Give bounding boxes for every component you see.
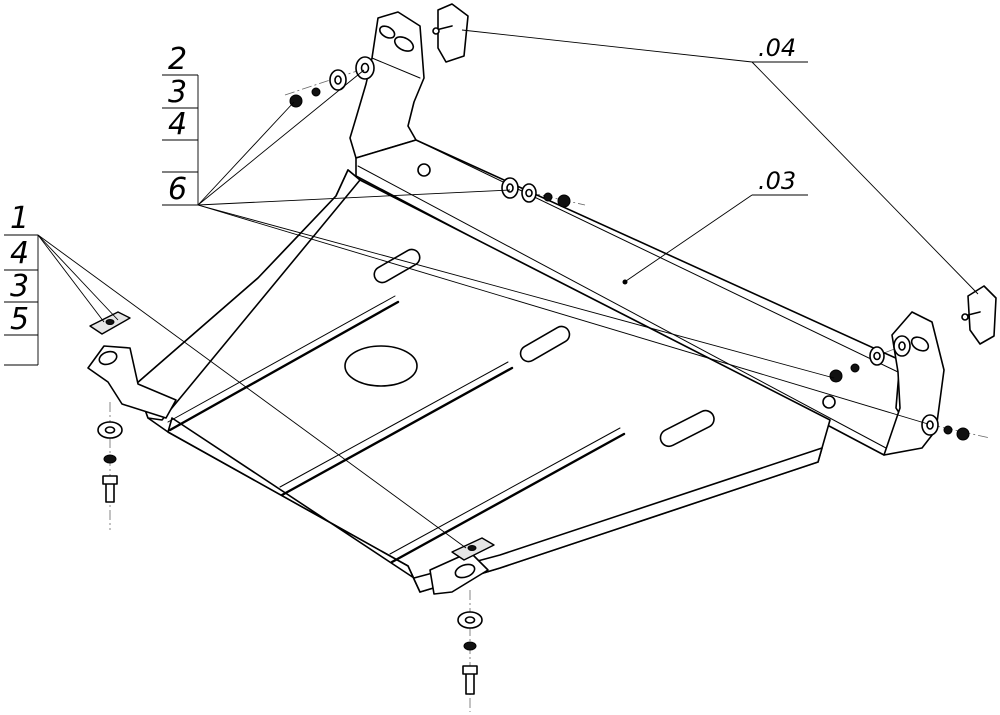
lock-washer-top-left <box>311 87 321 97</box>
callout-left-2: 4 <box>10 236 29 271</box>
leader-04-a <box>461 29 753 63</box>
stud-plate-right-stud-end <box>961 313 969 321</box>
plate-slot-2 <box>519 325 571 363</box>
callout-top-1: 2 <box>168 42 187 77</box>
bolt-left-shank <box>105 481 115 503</box>
bracket-bar-edge <box>357 165 887 449</box>
lock-washer-front-bolt <box>463 641 477 651</box>
callout-top-3: 4 <box>168 107 187 142</box>
bracket-left-bend <box>371 57 421 79</box>
bolt-head-mid <box>417 163 431 177</box>
plate-front-ear-slot <box>454 563 476 579</box>
lock-washer-mid <box>543 192 553 202</box>
washer-right-low-hole <box>926 420 934 430</box>
center-line-mid-bolt <box>419 167 586 206</box>
stud-plates <box>432 3 997 345</box>
callout-top-4: 6 <box>168 172 187 207</box>
plate-rib-1 <box>168 300 400 432</box>
leader-04-b <box>751 61 979 295</box>
plate-rib-2 <box>280 366 514 497</box>
washer-top-left-hole <box>334 75 342 85</box>
callout-ref-03: .03 <box>758 167 796 195</box>
stud-plate-top <box>437 3 469 63</box>
plate-rib-1-edge <box>167 295 396 423</box>
washer-mid-2-hole <box>525 188 533 198</box>
bracket-left-slot-hole <box>393 36 415 52</box>
clip-nut-left-hole <box>105 319 115 325</box>
washer-mid-1-hole <box>506 183 514 193</box>
nut-top-left <box>289 94 303 108</box>
clip-nuts <box>89 311 495 561</box>
bolt-front-head <box>462 665 478 675</box>
plate-slot-1 <box>373 248 421 284</box>
callout-left-4: 5 <box>10 302 29 337</box>
leader-left-a <box>37 234 105 323</box>
bolt-head-right-low <box>822 395 836 409</box>
nut-right <box>829 369 843 383</box>
leader-lines <box>4 29 979 549</box>
callout-left-3: 3 <box>10 269 29 304</box>
leader-top-b <box>197 69 365 206</box>
bracket-bar-top-edge <box>415 139 899 373</box>
plate-front-flange <box>167 417 823 593</box>
fasteners <box>97 56 970 695</box>
leader-03-a <box>625 194 753 282</box>
bolt-left-head <box>102 475 118 485</box>
lock-washer-left-bolt <box>103 454 117 464</box>
plate-left-ear-slot <box>98 350 118 366</box>
skid-plate <box>87 169 831 595</box>
callout-left-1: 1 <box>10 201 29 236</box>
washer-left-bolt-hole <box>104 426 116 434</box>
callout-ref-04: .04 <box>758 34 796 62</box>
bracket-right-slot <box>910 336 930 352</box>
leader-top-c <box>197 189 511 206</box>
plate-rib-3-edge <box>389 427 621 555</box>
leader-top-a <box>197 101 295 206</box>
lock-washer-right <box>850 363 860 373</box>
leader-top-d <box>197 204 835 379</box>
washer-right-hole <box>873 351 881 361</box>
callout-group-left: 1 4 3 5 <box>4 201 39 366</box>
leader-top-e <box>197 204 929 425</box>
stud-plate-right <box>967 285 997 345</box>
washer-front-bolt-hole <box>464 616 476 624</box>
nut-mid <box>557 194 571 208</box>
bracket-left-slot <box>379 25 396 39</box>
plate-left-wall <box>135 169 361 421</box>
plate-rib-3 <box>390 432 626 564</box>
leader-left-b <box>37 234 119 321</box>
callout-group-top: 2 3 4 6 <box>162 42 199 207</box>
lock-washer-right-low <box>943 425 953 435</box>
stud-plate-top-stud-end <box>432 27 440 35</box>
bolt-front-shank <box>465 671 475 695</box>
clip-nut-front-hole <box>467 545 477 551</box>
plate-slot-3 <box>659 409 715 448</box>
crossmember-bracket <box>349 11 945 456</box>
plate-drain-hole <box>344 345 418 387</box>
plate-rib-2-edge <box>279 361 509 488</box>
nut-right-low <box>956 427 970 441</box>
callout-top-2: 3 <box>168 75 187 110</box>
washer-right-large-hole <box>898 341 906 351</box>
leader-left-c <box>37 234 467 549</box>
